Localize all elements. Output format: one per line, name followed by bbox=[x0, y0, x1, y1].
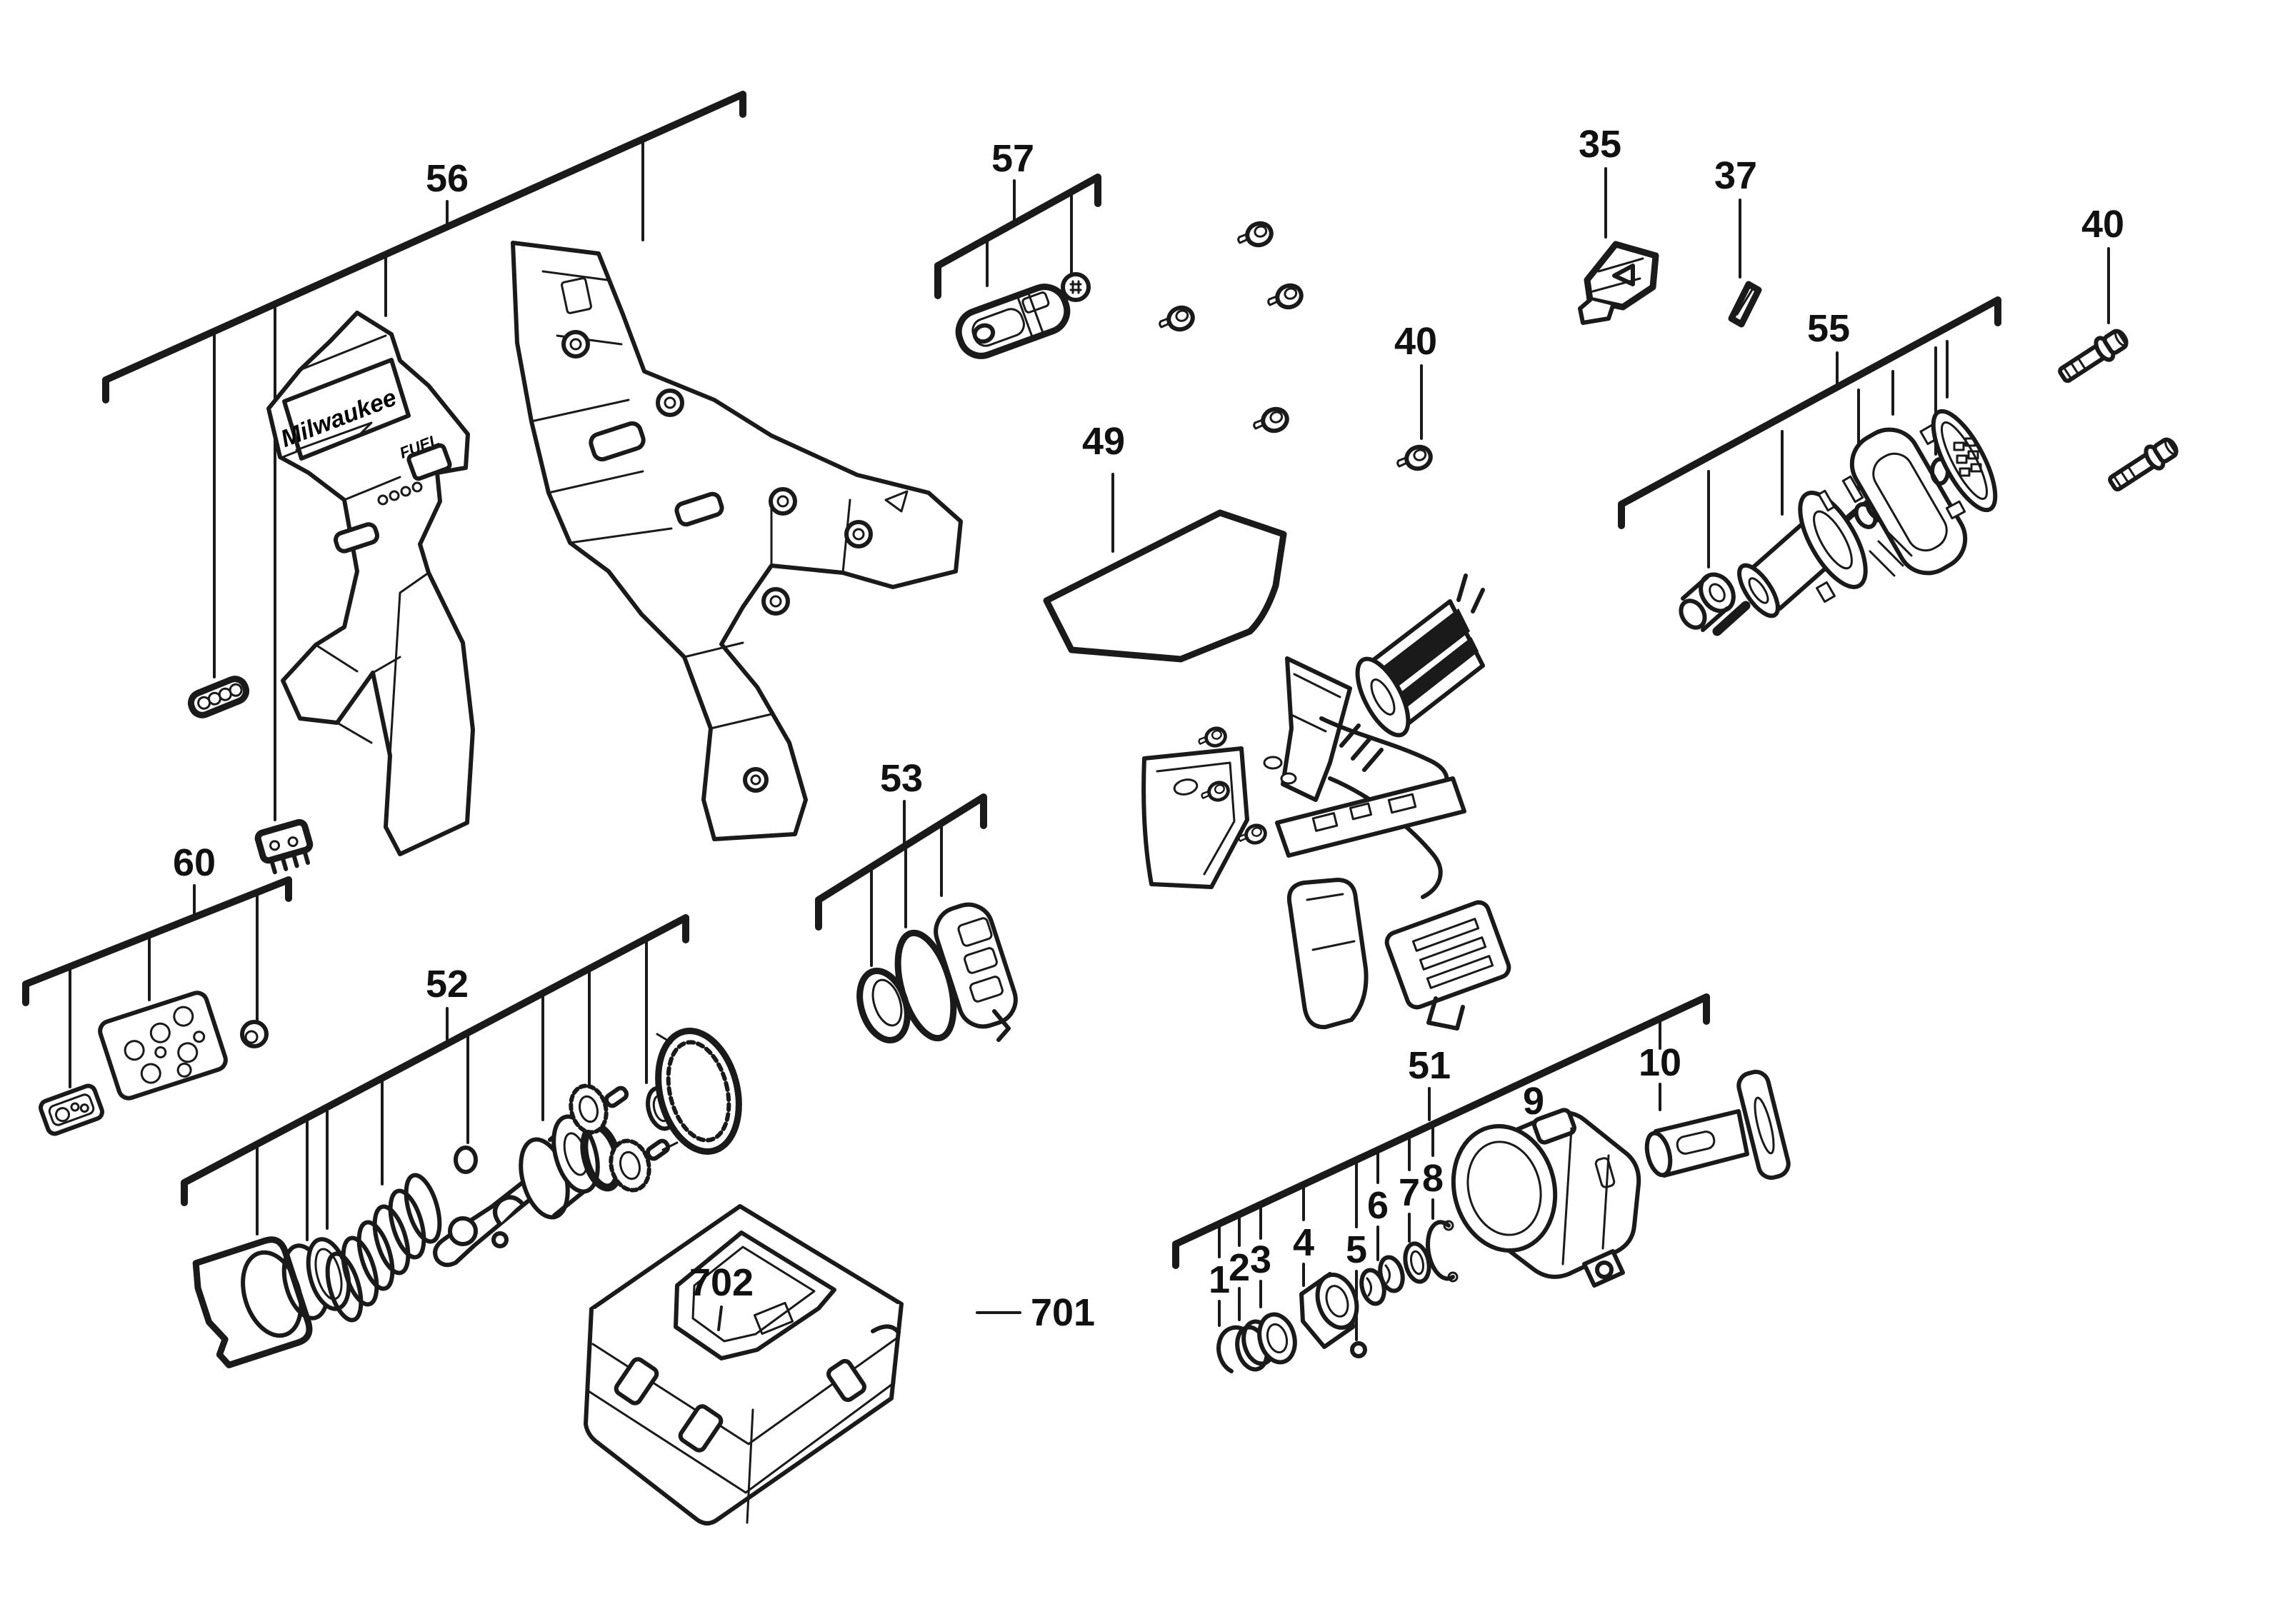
small-seal-2 bbox=[1280, 772, 1297, 785]
part-6-spring-washers bbox=[1359, 1255, 1405, 1306]
case-insert bbox=[674, 1230, 836, 1360]
small-seal bbox=[1263, 756, 1283, 770]
logo-band bbox=[282, 358, 411, 461]
led-dots bbox=[377, 481, 423, 506]
callout-56: 56 bbox=[426, 157, 469, 200]
sensor-board bbox=[1931, 408, 1998, 520]
group-57-belt-clip: 57 bbox=[934, 137, 1101, 359]
group-60-pads: 60 bbox=[22, 841, 292, 1136]
button-grommet bbox=[240, 1020, 269, 1048]
part-10-anvil bbox=[1644, 1069, 1791, 1181]
callout-4: 4 bbox=[1293, 1221, 1314, 1264]
wire-grommet-strip bbox=[187, 676, 250, 718]
group-52-gearbox: 52 bbox=[181, 914, 742, 1368]
wire-harness-2 bbox=[1328, 776, 1443, 899]
part-9-gearcase bbox=[1451, 1108, 1641, 1288]
case-body bbox=[584, 1302, 904, 1525]
battery-connector bbox=[1384, 900, 1511, 1031]
bracket-53 bbox=[815, 793, 987, 931]
screw-bosses bbox=[561, 330, 873, 793]
part-1-snap-ring bbox=[1216, 1325, 1246, 1373]
callout-702: 702 bbox=[689, 1261, 754, 1304]
push-nut-washer bbox=[1061, 272, 1091, 302]
callout-52: 52 bbox=[426, 963, 469, 1006]
callout-40-mid: 40 bbox=[1394, 320, 1437, 363]
sun-gear bbox=[569, 1083, 629, 1135]
case-handle bbox=[871, 1324, 901, 1335]
callout-60: 60 bbox=[173, 841, 216, 884]
part-8-retaining-clip bbox=[1426, 1220, 1459, 1283]
part-4-bushing bbox=[1299, 1272, 1359, 1349]
part-3-washers bbox=[1257, 1312, 1297, 1365]
logo-underline bbox=[295, 416, 405, 451]
callout-5: 5 bbox=[1346, 1228, 1367, 1271]
ring-gear bbox=[655, 1028, 742, 1155]
gear-selector bbox=[406, 443, 452, 481]
part-5-ball bbox=[1350, 1341, 1367, 1358]
bracket-57 bbox=[934, 174, 1101, 299]
callout-35: 35 bbox=[1579, 123, 1621, 166]
callout-6: 6 bbox=[1367, 1184, 1389, 1227]
group-49-insulator: 49 bbox=[1043, 420, 1287, 663]
callout-7: 7 bbox=[1399, 1171, 1420, 1214]
spindle-shaft-assembly bbox=[433, 1113, 600, 1268]
mode-slot bbox=[334, 522, 379, 553]
group-37-key: 37 bbox=[1714, 154, 1762, 328]
bracket-51 bbox=[1172, 993, 1710, 1269]
callout-51: 51 bbox=[1408, 1044, 1451, 1087]
bracket-55 bbox=[1618, 296, 2001, 529]
group-55-motor: 55 bbox=[1618, 296, 2001, 636]
bracket-56 bbox=[102, 91, 746, 404]
callout-53: 53 bbox=[880, 757, 923, 800]
lens-bezel bbox=[934, 902, 1018, 1042]
callout-10: 10 bbox=[1639, 1041, 1681, 1084]
forward-reverse-button bbox=[1578, 241, 1659, 325]
bracket-52 bbox=[181, 914, 689, 1206]
stator bbox=[1339, 573, 1485, 772]
group-40-screws: 40 bbox=[1160, 220, 1437, 472]
switch-pcb bbox=[1275, 776, 1466, 858]
belt-clip bbox=[955, 284, 1071, 359]
clutch-spring bbox=[325, 1173, 442, 1323]
callout-49: 49 bbox=[1082, 420, 1125, 463]
callout-40-top: 40 bbox=[2081, 203, 2124, 246]
motor-end-cap bbox=[1849, 420, 1968, 577]
callout-1: 1 bbox=[1209, 1258, 1230, 1301]
motor-front-plate bbox=[1798, 475, 1868, 603]
leaders-1-8 bbox=[1218, 1016, 1661, 1341]
keypad-pad bbox=[39, 1083, 104, 1136]
group-53-lens: 53 bbox=[815, 757, 1018, 1044]
handle-end-cover bbox=[1141, 746, 1249, 889]
callout-2: 2 bbox=[1229, 1246, 1250, 1289]
callout-8: 8 bbox=[1422, 1157, 1444, 1200]
insulator-sheet bbox=[1043, 509, 1287, 663]
spindle-o-ring bbox=[454, 1146, 478, 1174]
callout-55: 55 bbox=[1807, 307, 1850, 350]
bracket-60 bbox=[22, 876, 292, 1006]
contact-block bbox=[254, 818, 314, 875]
trigger-shell bbox=[1287, 878, 1369, 1030]
carrying-case: 702 701 bbox=[584, 1204, 1095, 1525]
motor-key bbox=[1728, 281, 1762, 328]
overmold-plate bbox=[98, 991, 228, 1101]
callout-37: 37 bbox=[1714, 154, 1757, 197]
callout-3: 3 bbox=[1250, 1238, 1271, 1281]
motor-pinion bbox=[1679, 572, 1736, 632]
housing-half-right bbox=[511, 241, 963, 841]
group-40-bolts: 40 bbox=[2056, 203, 2181, 495]
callout-57: 57 bbox=[991, 137, 1034, 180]
case-latch bbox=[614, 1357, 866, 1453]
callout-701: 701 bbox=[1031, 1291, 1095, 1334]
group-51-impact: 51 1 2 3 4 5 6 7 8 9 10 bbox=[1172, 993, 1791, 1373]
housing-half-left: Milwaukee FUEL bbox=[266, 311, 475, 856]
group-35-shuttle: 35 bbox=[1578, 123, 1659, 325]
central-assembly bbox=[1141, 573, 1511, 1031]
leader-702 bbox=[717, 1305, 723, 1331]
planet-gear bbox=[609, 1138, 671, 1193]
group-56-housing: 56 Milwaukee FUEL bbox=[102, 91, 963, 875]
nose-cap bbox=[192, 1236, 313, 1368]
callout-9: 9 bbox=[1523, 1080, 1544, 1123]
